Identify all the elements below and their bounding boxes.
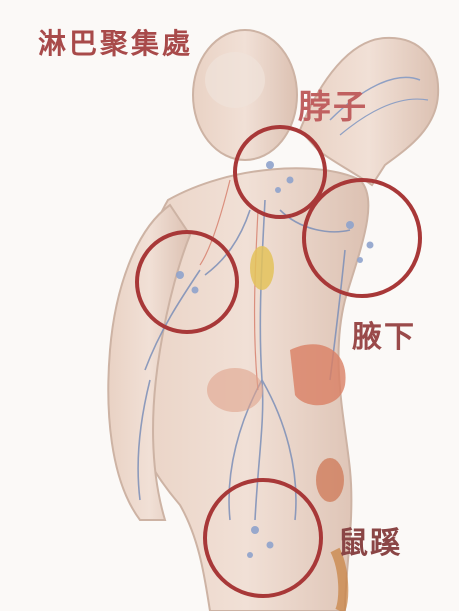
pelvic-organ xyxy=(316,458,344,502)
armpit-label: 腋下 xyxy=(352,312,416,356)
groin-label: 鼠蹊 xyxy=(338,518,402,562)
intestine xyxy=(207,368,263,412)
illustration-title: 淋巴聚集處 xyxy=(38,22,193,62)
thymus xyxy=(250,246,274,290)
neck-label: 脖子 xyxy=(298,80,368,128)
